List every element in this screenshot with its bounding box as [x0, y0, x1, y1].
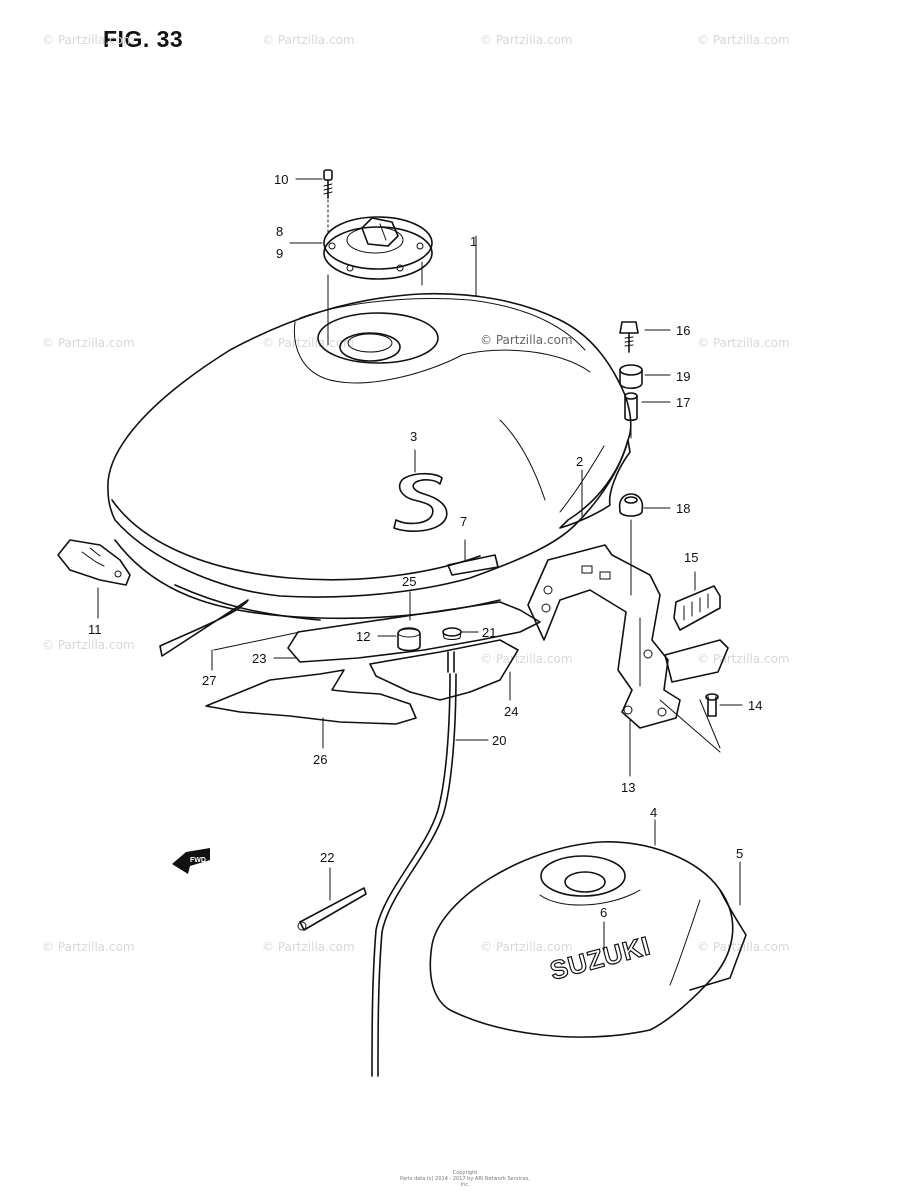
side-heat-shield[interactable] — [159, 599, 249, 657]
callout-13: 13 — [621, 780, 635, 795]
watermark: © Partzilla.com — [262, 336, 355, 350]
tank-front-cushion[interactable] — [57, 539, 131, 586]
tank-heat-insulator-upper[interactable] — [287, 601, 541, 663]
callout-12: 12 — [356, 629, 370, 644]
callout-19: 19 — [676, 369, 690, 384]
tank-heat-insulator-lower[interactable] — [205, 669, 417, 725]
callout-2: 2 — [576, 454, 583, 469]
callout-27: 27 — [202, 673, 216, 688]
watermark: © Partzilla.com — [697, 336, 790, 350]
watermark: © Partzilla.com — [480, 940, 573, 954]
callout-16: 16 — [676, 323, 690, 338]
watermark: © Partzilla.com — [697, 33, 790, 47]
hose-band[interactable] — [297, 887, 367, 931]
breather-pin[interactable] — [447, 651, 455, 673]
watermark: © Partzilla.com — [480, 652, 573, 666]
callout-10: 10 — [274, 172, 288, 187]
callout-7: 7 — [460, 514, 467, 529]
fuel-cap[interactable] — [323, 216, 433, 280]
watermark: © Partzilla.com — [697, 652, 790, 666]
mount-grommet[interactable] — [618, 493, 644, 517]
watermark: © Partzilla.com — [42, 638, 135, 652]
tank-heat-insulator-rear[interactable] — [369, 639, 519, 701]
fuel-tank-decal-view[interactable]: SUZUKI — [429, 841, 747, 1038]
callout-23: 23 — [252, 651, 266, 666]
watermark: © Partzilla.com — [42, 336, 135, 350]
footer-line-2: Parts data (c) 2014 - 2017 by ARI Networ… — [400, 1176, 530, 1188]
wire-clamp[interactable] — [673, 585, 721, 631]
callout-4: 4 — [650, 805, 657, 820]
callout-6: 6 — [600, 905, 607, 920]
copyright-footer: Copyright Parts data (c) 2014 - 2017 by … — [400, 1170, 530, 1188]
fwd-label: FWD — [190, 857, 206, 864]
callout-1: 1 — [470, 234, 477, 249]
watermark: © Partzilla.com — [480, 33, 573, 47]
watermark: © Partzilla.com — [262, 940, 355, 954]
watermark: © Partzilla.com — [262, 33, 355, 47]
cushion-stud[interactable] — [397, 627, 421, 652]
mount-cushion-collar[interactable] — [619, 364, 643, 390]
callout-24: 24 — [504, 704, 518, 719]
forward-direction-arrow: FWD — [172, 848, 210, 874]
callout-25: 25 — [402, 574, 416, 589]
bracket-screw[interactable] — [705, 693, 719, 717]
callout-20: 20 — [492, 733, 506, 748]
tank-side-cover-small[interactable] — [689, 889, 747, 991]
callout-5: 5 — [736, 846, 743, 861]
leader-lines — [97, 178, 743, 953]
tank-emblem-plate[interactable] — [447, 554, 499, 576]
watermark: © Partzilla.com — [697, 940, 790, 954]
callout-22: 22 — [320, 850, 334, 865]
callout-26: 26 — [313, 752, 327, 767]
watermark-on-tank: © Partzilla.com — [480, 333, 573, 347]
brand-decal[interactable]: SUZUKI — [546, 930, 654, 987]
callout-21: 21 — [482, 625, 496, 640]
fuel-breather-hose[interactable] — [371, 673, 451, 1077]
callout-3: 3 — [410, 429, 417, 444]
mount-bolt[interactable] — [619, 321, 639, 353]
tank-side-cover[interactable] — [559, 439, 631, 529]
footer-line-1: Copyright — [452, 1170, 478, 1176]
callout-9: 9 — [276, 246, 283, 261]
callout-14: 14 — [748, 698, 762, 713]
cap-bolt[interactable] — [323, 169, 333, 199]
callout-15: 15 — [684, 550, 698, 565]
callout-11: 11 — [88, 622, 102, 637]
tank-rear-bracket[interactable] — [527, 544, 681, 729]
fuel-tank[interactable] — [107, 292, 632, 621]
callout-17: 17 — [676, 395, 690, 410]
callout-8: 8 — [276, 224, 283, 239]
figure-title: FIG. 33 — [103, 26, 184, 52]
callout-18: 18 — [676, 501, 690, 516]
grommet-small[interactable] — [442, 627, 462, 640]
bracket-plate[interactable] — [664, 639, 729, 683]
watermark: © Partzilla.com — [42, 33, 135, 47]
watermark: © Partzilla.com — [42, 940, 135, 954]
tank-logo-emblem[interactable] — [393, 472, 448, 532]
